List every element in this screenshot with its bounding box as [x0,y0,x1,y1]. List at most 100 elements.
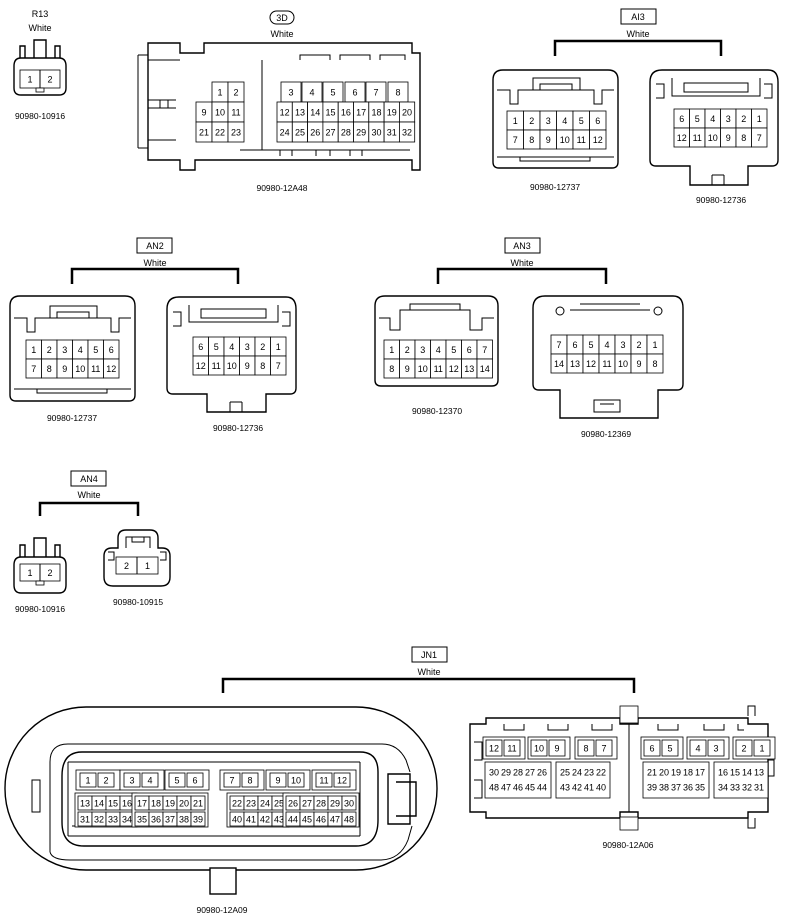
pin-number: 25 [560,768,570,778]
pin-number: 43 [274,815,284,825]
pin-cell [270,355,287,376]
pin-number: 18 [151,799,161,809]
pin-number: 41 [246,815,256,825]
pin-group [642,761,710,799]
pin-number: 48 [344,815,354,825]
jn1-left-tab [209,867,237,895]
pin-number: 12 [337,776,347,786]
pin-number: 10 [708,133,718,143]
an2-bracket [70,267,240,284]
pin-number: 27 [302,799,312,809]
pin-number: 6 [352,88,357,98]
an3-left-part-number: 90980-12370 [412,406,462,416]
jn1-label-box [411,646,448,663]
pin-number: 24 [572,768,582,778]
pin-number: 8 [529,135,534,145]
pin-number: 44 [288,815,298,825]
jn1-left-side-lock [387,773,417,825]
pin-number: 21 [199,128,209,138]
ai3-bracket [553,39,723,56]
pin-number: 27 [525,768,535,778]
pin-number: 7 [482,345,487,355]
pin-number: 32 [742,783,752,793]
pin-number: 17 [695,768,705,778]
pin-number: 40 [596,783,606,793]
pin-number: 2 [47,568,52,578]
pin-number: 16 [718,768,728,778]
pin-number: 6 [679,114,684,124]
pin-number: 9 [636,359,641,369]
pin-number: 11 [693,133,702,143]
pin-number: 9 [275,776,280,786]
pin-group [713,761,769,799]
pin-number: 6 [595,116,600,126]
pin-number: 4 [309,88,314,98]
an2-right-part-number: 90980-12736 [213,423,263,433]
pin-cell [589,129,607,150]
pin-number: 1 [27,568,32,578]
pin-number: 42 [260,815,270,825]
jn1-left-part-number: 90980-12A09 [196,905,247,915]
pin-number: 39 [647,783,657,793]
jn1-bracket [221,677,636,693]
pin-number: 3 [620,340,625,350]
pin-number: 39 [193,815,203,825]
pin-number: 7 [601,744,606,754]
pin-number: 29 [501,768,511,778]
pin-number: 38 [659,783,669,793]
pin-number: 34 [122,815,132,825]
pin-cell [707,739,725,757]
pin-number: 14 [94,799,104,809]
an2-left-part-number: 90980-12737 [47,413,97,423]
pin-number: 20 [659,768,669,778]
pin-number: 1 [85,776,90,786]
pin-number: 21 [647,768,657,778]
pin-number: 4 [710,114,715,124]
pin-cell [227,121,245,143]
pin-number: 22 [215,128,225,138]
pin-number: 1 [217,88,222,98]
pin-number: 25 [295,128,305,138]
pin-number: 8 [741,133,746,143]
pin-number: 5 [588,340,593,350]
pin-number: 15 [326,108,336,118]
pin-number: 11 [319,776,328,786]
pin-cell [141,772,159,788]
pin-number: 13 [754,768,764,778]
pin-number: 42 [572,783,582,793]
d3-label-badge [269,10,295,25]
pin-number: 7 [276,361,281,371]
pin-number: 15 [730,768,740,778]
an3-right-part-number: 90980-12369 [581,429,631,439]
pin-number: 43 [560,783,570,793]
an4-left-part-number: 90980-10916 [15,604,65,614]
pin-number: 12 [489,744,499,754]
pin-number: 12 [280,108,290,118]
pin-number: 1 [389,345,394,355]
pin-cell [398,121,416,143]
an3-color: White [510,258,533,268]
pin-number: 9 [546,135,551,145]
pin-number: 10 [534,744,544,754]
pin-number: 7 [757,133,762,143]
pin-number: 1 [759,744,764,754]
pin-number: 8 [389,364,394,374]
pin-number: 18 [371,108,381,118]
pin-number: 23 [584,768,594,778]
pin-number: 29 [330,799,340,809]
pin-number: 18 [683,768,693,778]
an4-label-box [70,470,107,487]
pin-number: 11 [507,744,516,754]
pin-number: 12 [449,364,459,374]
pin-number: 40 [232,815,242,825]
pin-cell [476,358,493,379]
pin-number: 10 [560,135,570,145]
pin-number: 30 [371,128,381,138]
pin-cell [341,811,357,827]
pin-number: 1 [513,116,518,126]
pin-number: 17 [356,108,366,118]
pin-cell [753,739,771,757]
